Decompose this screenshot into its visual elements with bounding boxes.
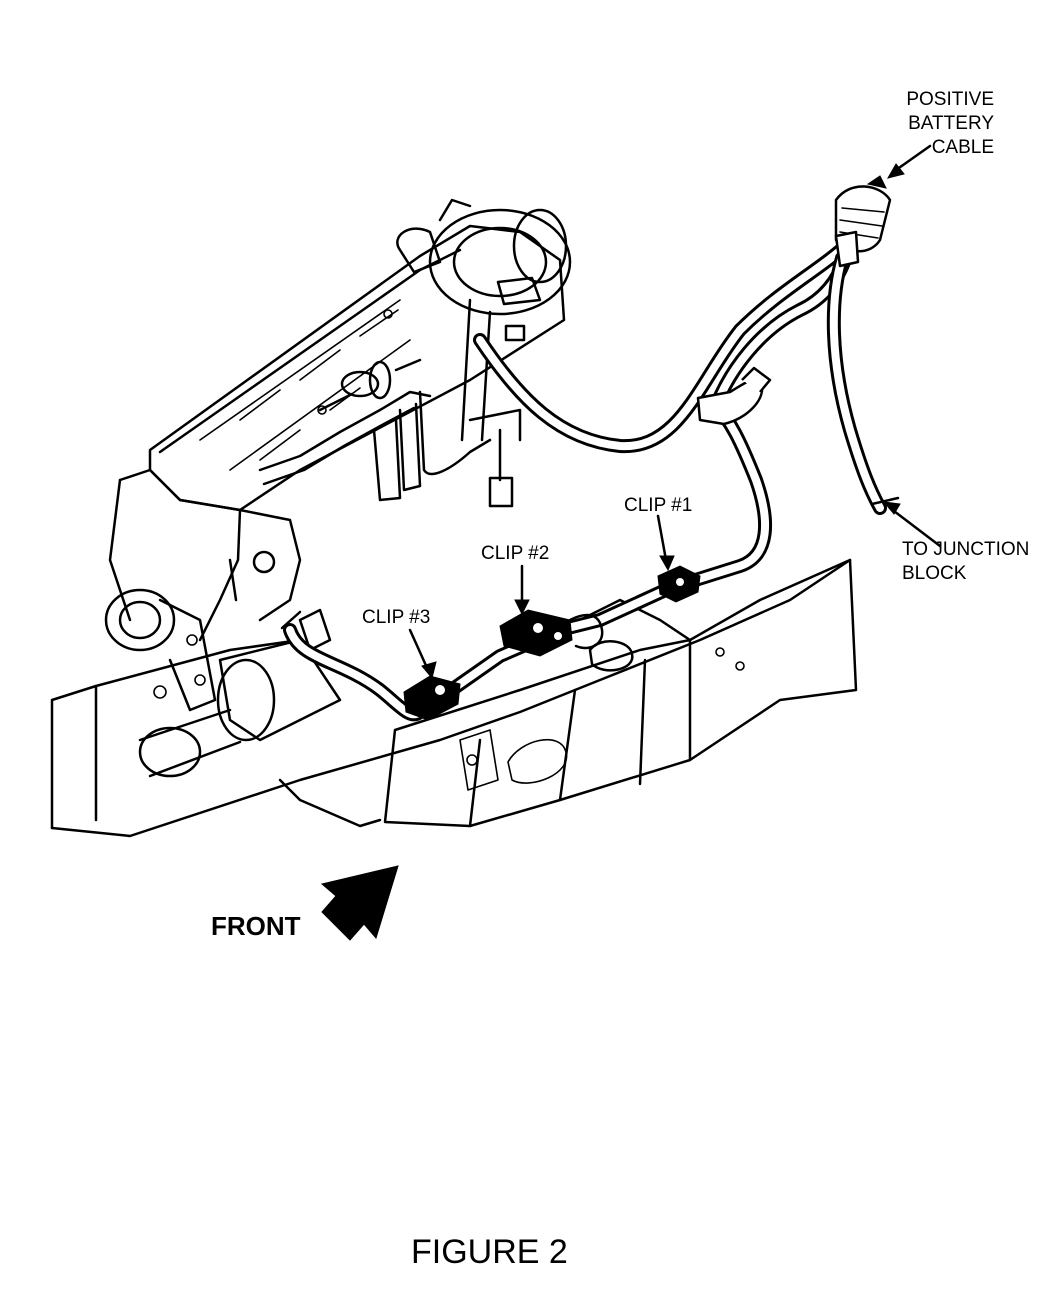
label-positive-line-3: CABLE (931, 137, 994, 158)
label-clip-3: CLIP #3 (362, 607, 431, 628)
label-positive-line-2: BATTERY (908, 113, 994, 134)
figure-caption: FIGURE 2 (411, 1233, 568, 1271)
label-positive-battery-cable: POSITIVE BATTERY CABLE (870, 88, 994, 160)
label-junction-line-2: BLOCK (902, 563, 967, 584)
engine-block (104, 198, 572, 778)
label-clip-1: CLIP #1 (624, 495, 693, 516)
battery-cables (283, 175, 892, 722)
leader-arrows (408, 144, 942, 680)
frame-rail (50, 558, 858, 838)
label-junction-line-1: TO JUNCTION (902, 539, 1030, 560)
label-positive-line-1: POSITIVE (906, 89, 994, 110)
label-to-junction-block: TO JUNCTION BLOCK (902, 538, 1029, 586)
clip-1-shape (657, 565, 701, 603)
clip-2-shape (499, 609, 604, 657)
clip-3-shape (403, 675, 461, 721)
label-clip-2: CLIP #2 (481, 543, 550, 564)
label-front: FRONT (211, 911, 301, 941)
front-arrow-icon (320, 865, 399, 941)
